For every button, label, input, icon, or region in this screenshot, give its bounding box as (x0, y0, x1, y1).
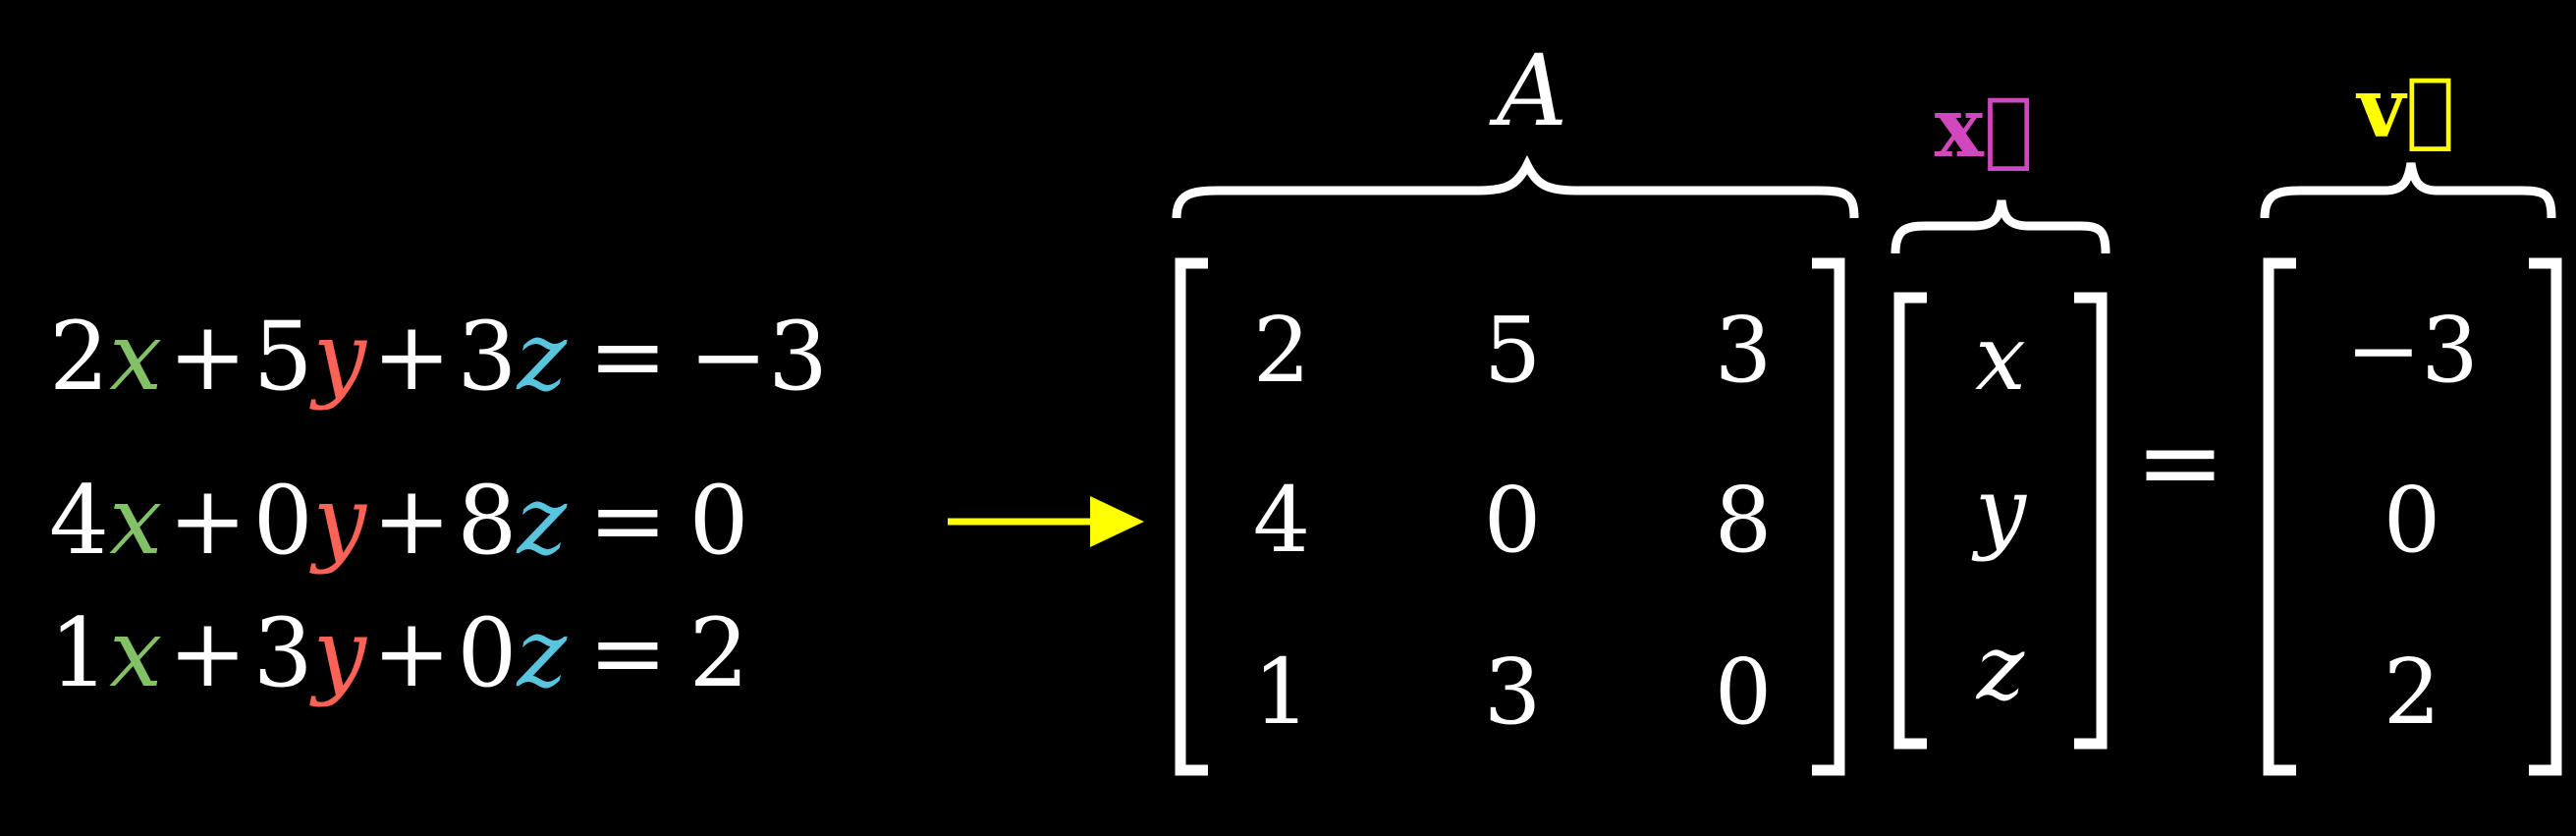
rhs-value: −3 (688, 302, 829, 412)
matrix-a-cell: 5 (1483, 298, 1542, 403)
var-x: x (109, 598, 163, 708)
equation-row-3: 1 x + 3 y + 0 z = 2 (49, 599, 749, 707)
plus-sign: + (168, 302, 247, 412)
plus-sign: + (168, 598, 247, 708)
arrow-icon (948, 496, 1144, 547)
matrix-a-cell: 1 (1252, 640, 1311, 745)
coef-b: 3 (252, 598, 313, 708)
vector-x-label: x⃗ (1934, 79, 2034, 176)
matrix-a-cell: 3 (1714, 298, 1773, 403)
vector-v-brackets (2263, 257, 2562, 776)
matrix-a-cell: 2 (1252, 298, 1311, 403)
matrix-a-cell: 3 (1483, 640, 1542, 745)
var-z: z (517, 302, 568, 412)
coef-a: 2 (49, 302, 110, 412)
var-x: x (109, 302, 163, 412)
matrix-a-brackets (1175, 257, 1845, 776)
var-y: y (312, 598, 366, 708)
brace-x-icon (1891, 199, 2110, 254)
equation-row-1: 2 x + 5 y + 3 z = −3 (49, 303, 828, 411)
coef-b: 5 (252, 302, 313, 412)
plus-sign: + (371, 466, 452, 576)
equation-row-2: 4 x + 0 y + 8 z = 0 (49, 467, 749, 575)
coef-b: 0 (252, 466, 313, 576)
coef-a: 1 (49, 598, 110, 708)
vector-x-entry: z (1976, 615, 2025, 720)
matrix-a-cell: 0 (1714, 640, 1773, 745)
rhs-value: 0 (688, 466, 749, 576)
var-y: y (312, 302, 366, 412)
var-y: y (312, 466, 366, 576)
var-z: z (517, 598, 568, 708)
vector-x-entry: y (1975, 458, 2026, 563)
vector-x-brackets (1893, 292, 2108, 750)
matrix-a-cell: 4 (1252, 468, 1311, 573)
brace-v-icon (2260, 162, 2556, 219)
matrix-a-label: A (1496, 33, 1568, 148)
var-x: x (109, 466, 163, 576)
matrix-a-cell: 0 (1483, 468, 1542, 573)
plus-sign: + (371, 302, 452, 412)
coef-c: 8 (457, 466, 518, 576)
equals-sign: = (588, 598, 668, 708)
var-z: z (517, 466, 568, 576)
matrix-a-cell: 8 (1714, 468, 1773, 573)
plus-sign: + (371, 598, 452, 708)
equals-sign: = (588, 302, 668, 412)
plus-sign: + (168, 466, 247, 576)
coef-c: 0 (457, 598, 518, 708)
vector-v-label: v⃗ (2357, 59, 2455, 156)
matrix-equals-sign: = (2134, 399, 2226, 525)
vector-v-entry: 0 (2383, 468, 2441, 573)
vector-v-entry: −3 (2345, 298, 2479, 403)
rhs-value: 2 (688, 598, 749, 708)
vector-x-entry: x (1975, 306, 2026, 411)
vector-v-entry: 2 (2383, 640, 2441, 745)
equals-sign: = (588, 466, 668, 576)
brace-a-icon (1172, 154, 1859, 219)
coef-c: 3 (457, 302, 518, 412)
coef-a: 4 (49, 466, 110, 576)
